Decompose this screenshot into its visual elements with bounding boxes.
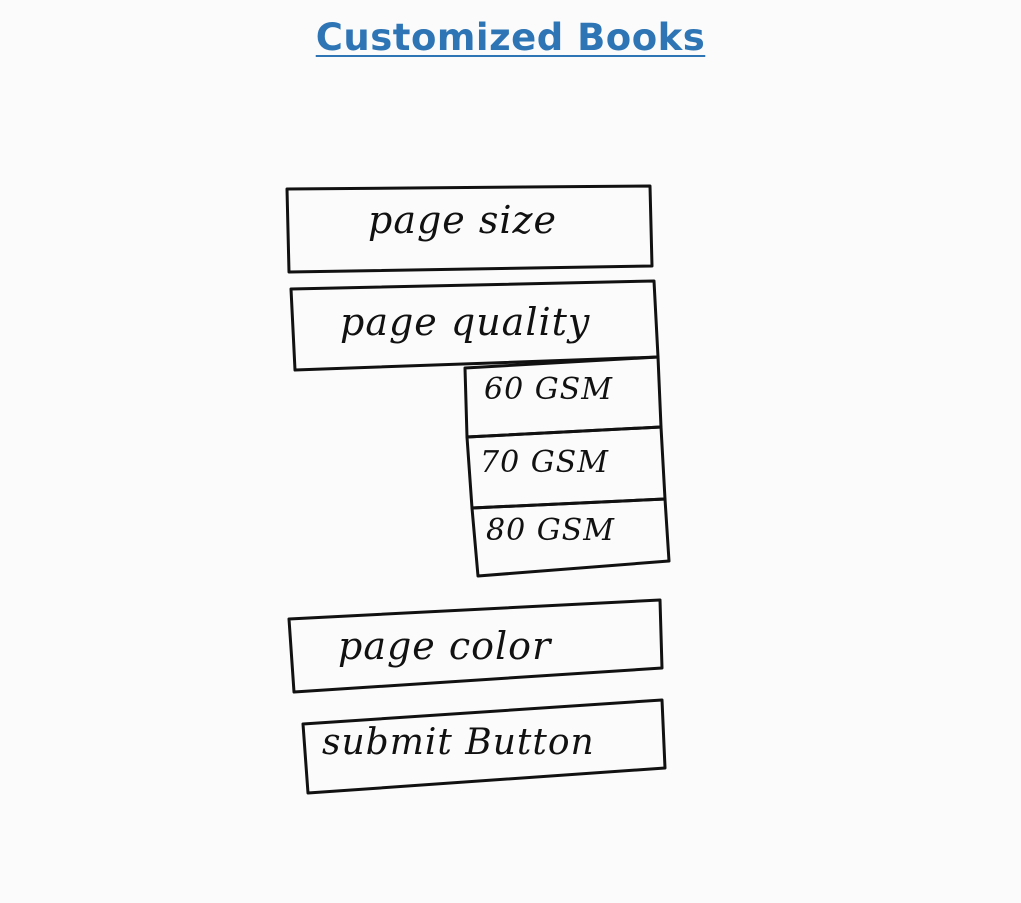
page-quality-label: page quality bbox=[340, 300, 591, 344]
page-color-box-outline bbox=[287, 598, 664, 694]
page-size-box-outline bbox=[285, 184, 654, 274]
quality-option-label: 70 GSM bbox=[480, 445, 609, 480]
page-color-label: page color bbox=[338, 624, 552, 668]
page-title: Customized Books bbox=[315, 16, 706, 59]
submit-button-label: submit Button bbox=[322, 722, 595, 763]
option-80-outline bbox=[470, 497, 671, 578]
page-size-label: page size bbox=[368, 198, 558, 242]
quality-option-label: 80 GSM bbox=[486, 513, 615, 548]
quality-option-label: 60 GSM bbox=[484, 372, 613, 407]
submit-box-outline bbox=[301, 698, 667, 795]
